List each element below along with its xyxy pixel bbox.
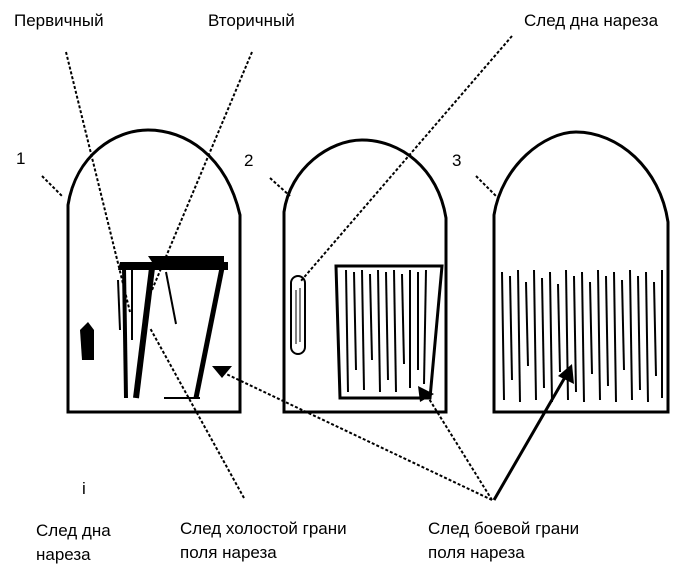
idle-edge-label-line1: След холостой грани [180, 519, 347, 538]
bullet-1-top-bar [148, 256, 224, 262]
bullet-2-outline [282, 138, 448, 414]
groove-bottom-label-line1: След дна [36, 521, 111, 540]
bullet-2-striations [345, 269, 427, 393]
bullet-3 [492, 130, 670, 414]
primary-label: Первичный [14, 11, 104, 30]
combat-edge-label-line1: След боевой грани [428, 519, 580, 538]
groove-bottom-label-line2: нареза [36, 545, 91, 564]
bullet-1-band-mid [165, 271, 177, 325]
bullet-2 [282, 138, 448, 414]
bullet-3-number: 3 [452, 151, 462, 170]
bullet-1-band-right-edge [193, 267, 225, 399]
bullet-2-striated-panel [334, 264, 444, 400]
bullet-1-primary-trace-1 [122, 267, 128, 399]
bullet-2-arrowhead [418, 386, 434, 402]
bullet-1-number: 1 [16, 149, 26, 168]
stray-mark: i [82, 479, 86, 498]
bullet-1-blob [80, 322, 94, 360]
secondary-label: Вторичный [208, 11, 295, 30]
groove-bottom-pointer-line [299, 35, 513, 283]
bullet-1-triangle-marker [212, 366, 232, 378]
bullet-3-number-tick [475, 175, 497, 197]
combat-edge-pointer-2 [425, 393, 493, 501]
idle-edge-label-line2: поля нареза [180, 543, 277, 562]
secondary-pointer-line [151, 51, 253, 291]
bullet-3-striations [501, 269, 663, 403]
bullet-1-primary-trace-3 [117, 279, 121, 331]
bullet-3-outline [492, 130, 670, 414]
bullet-2-groove-bottom-oval [290, 275, 306, 355]
bullet-1-outline [66, 128, 242, 414]
idle-edge-pointer-line [149, 327, 245, 499]
bullet-2-number-tick [269, 177, 291, 197]
bullet-1 [66, 128, 242, 414]
groove-bottom-top-label: След дна нареза [524, 11, 659, 30]
combat-edge-pointer-3 [492, 371, 570, 501]
bullet-1-number-tick [41, 175, 63, 197]
bullet-2-oval-lines [295, 288, 301, 344]
combat-edge-label-line2: поля нареза [428, 543, 525, 562]
bullet-1-top-bar-2 [118, 262, 228, 270]
bullet-1-band-left-edge [133, 267, 155, 399]
bullet-2-number: 2 [244, 151, 254, 170]
